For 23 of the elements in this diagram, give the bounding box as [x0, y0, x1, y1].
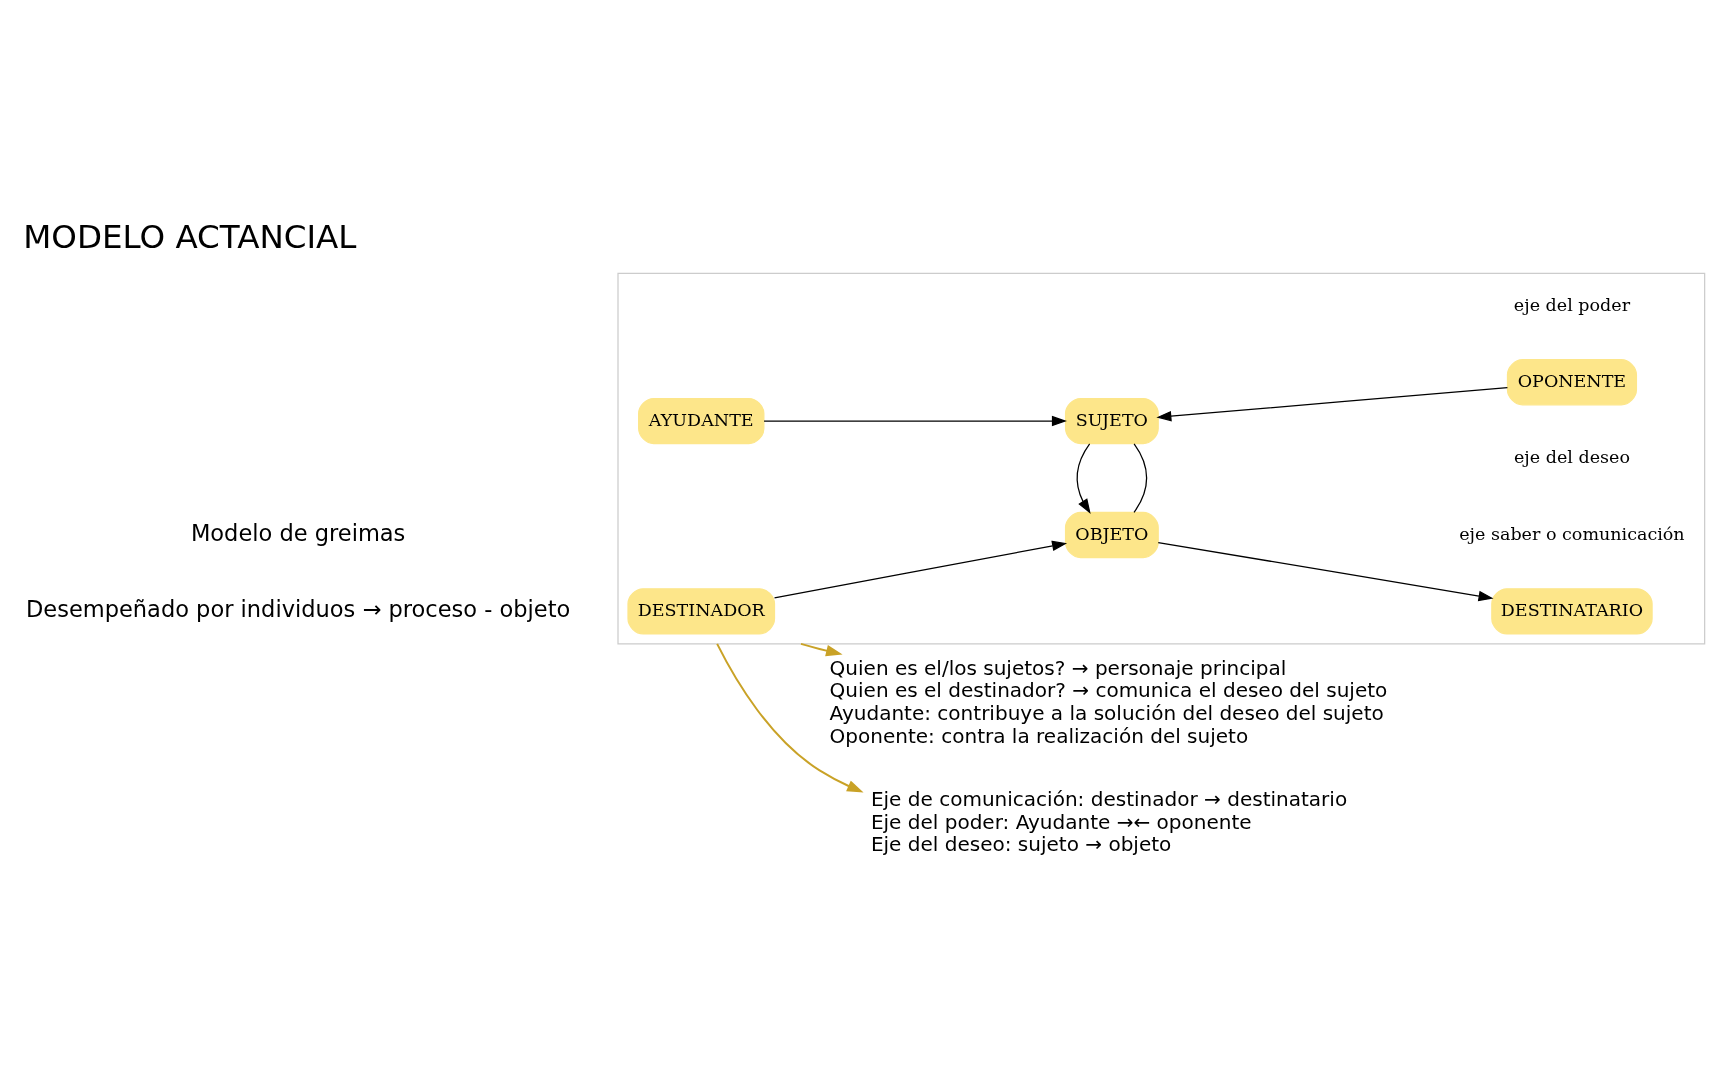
label: Modelo de greimas	[190, 519, 406, 546]
label: Desempeñado por individuos → proceso - objeto	[25, 595, 571, 622]
diagram-title: MODELO ACTANCIAL	[23, 218, 357, 257]
arrow	[1156, 387, 1509, 422]
node-box: DESTINADOR	[627, 588, 776, 635]
arrow	[1076, 443, 1091, 514]
label: eje del deseo	[1513, 447, 1630, 468]
node-box: OBJETO	[1064, 511, 1159, 559]
node-box: SUJETO	[1064, 397, 1159, 445]
node-box: OPONENTE	[1506, 359, 1638, 406]
arrow	[773, 540, 1068, 599]
arrow	[799, 642, 843, 657]
node-box: AYUDANTE	[638, 397, 765, 445]
label: eje del poder	[1513, 294, 1631, 315]
arrow	[716, 642, 864, 793]
node-text: Quien es el/los sujetos? → personaje principal Quien es el destinador? → comunica el deseo del sujeto Ayudante: contribuye a la solución del deseo del sujeto Oponente: contra la realización del sujeto	[829, 655, 1388, 748]
cluster	[617, 272, 1706, 645]
arrow	[763, 415, 1067, 427]
label: eje saber o comunicación	[1459, 523, 1685, 544]
connector	[1133, 443, 1148, 513]
arrow	[1157, 541, 1494, 602]
node-box: DESTINATARIO	[1491, 588, 1653, 635]
node-text: Eje de comunicación: destinador → destinatario Eje del poder: Ayudante →← oponente Eje del deseo: sujeto → objeto	[870, 787, 1348, 857]
